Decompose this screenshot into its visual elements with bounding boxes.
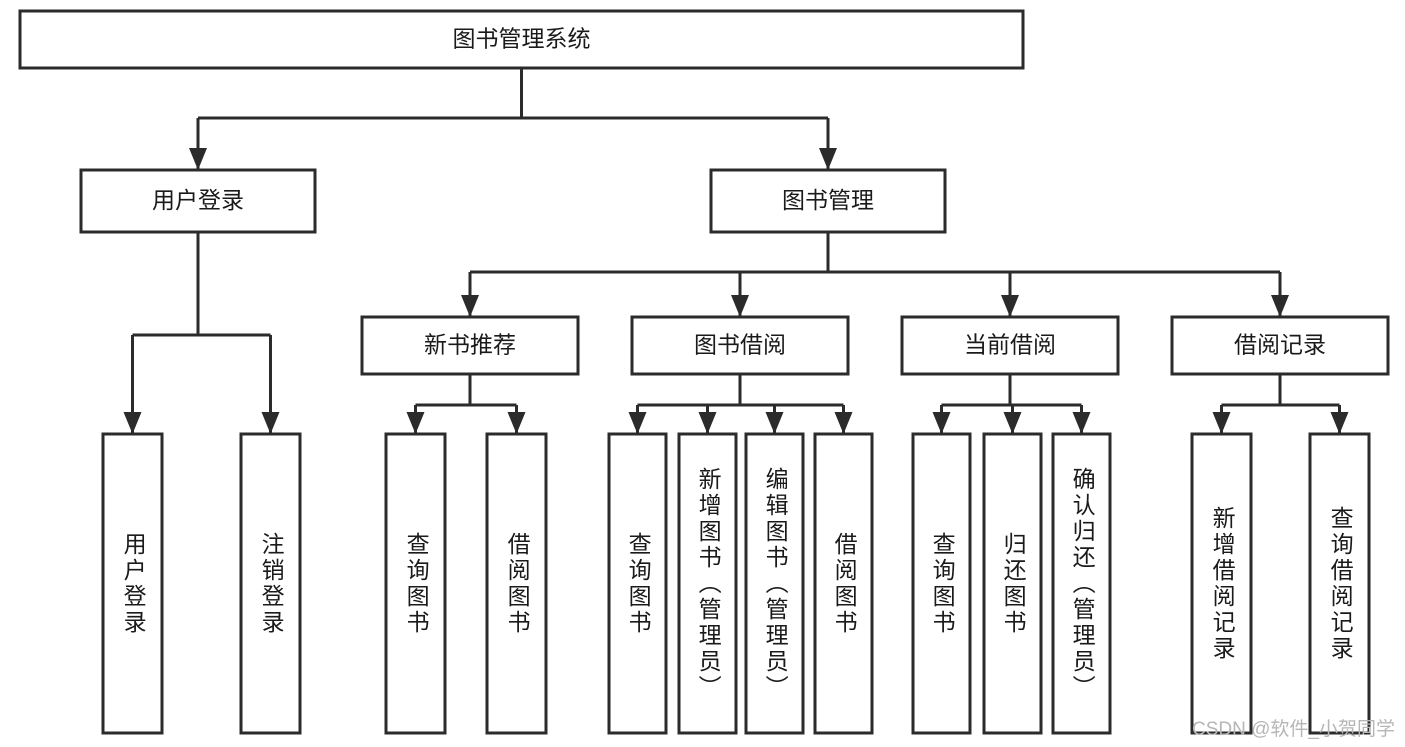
node-box-leaf-query-book-borrow[interactable] (607, 432, 668, 735)
arrow-head-leaf-query-borrow-record (1330, 412, 1349, 434)
node-box-leaf-add-borrow-record[interactable] (1190, 432, 1253, 735)
node-box-leaf-query-borrow-record[interactable] (1308, 432, 1371, 735)
node-box-layer (18, 9, 1390, 735)
connector-layer (123, 68, 1349, 434)
node-box-leaf-borrow-book-recommend[interactable] (485, 432, 548, 735)
arrow-head-new-book-recommend (461, 295, 479, 317)
node-label-borrow-record: 借阅记录 (1234, 332, 1326, 358)
node-box-root[interactable] (18, 9, 1025, 70)
node-label-user-login: 用户登录 (152, 187, 244, 213)
node-box-book-borrow[interactable] (630, 315, 850, 376)
arrow-head-leaf-borrow-book-recommend (507, 412, 526, 434)
node-box-borrow-record[interactable] (1170, 315, 1390, 376)
arrow-head-leaf-query-book-current (932, 412, 951, 434)
arrow-head-current-borrow (1001, 295, 1019, 317)
node-box-leaf-user-login[interactable] (101, 432, 164, 735)
node-box-book-management[interactable] (709, 168, 947, 234)
node-box-new-book-recommend[interactable] (360, 315, 580, 376)
node-box-leaf-query-book-current[interactable] (911, 432, 972, 735)
node-box-current-borrow[interactable] (900, 315, 1120, 376)
watermark-text: CSDN @软件_小贺同学 (1192, 719, 1395, 740)
arrow-head-borrow-record (1271, 295, 1289, 317)
node-box-leaf-confirm-return-admin[interactable] (1051, 432, 1112, 735)
arrow-head-leaf-logout-login (261, 412, 280, 434)
node-label-new-book-recommend: 新书推荐 (424, 332, 516, 358)
arrow-head-leaf-add-borrow-record (1212, 412, 1231, 434)
node-box-leaf-add-book-admin[interactable] (677, 432, 738, 735)
arrow-head-leaf-query-book-recommend (406, 412, 425, 434)
node-box-leaf-edit-book-admin[interactable] (744, 432, 805, 735)
node-box-leaf-return-book[interactable] (982, 432, 1043, 735)
arrow-head-user-login (189, 148, 207, 170)
arrow-head-leaf-edit-book-admin (765, 412, 784, 434)
arrow-head-book-management (819, 148, 837, 170)
arrow-head-leaf-query-book-borrow (628, 412, 647, 434)
node-label-root: 图书管理系统 (453, 26, 591, 52)
arrow-head-leaf-borrow-book (834, 412, 853, 434)
node-box-user-login[interactable] (79, 168, 317, 234)
node-label-book-management: 图书管理 (782, 187, 874, 213)
arrow-head-leaf-return-book (1003, 412, 1022, 434)
node-box-leaf-query-book-recommend[interactable] (384, 432, 447, 735)
node-label-current-borrow: 当前借阅 (964, 332, 1056, 358)
arrow-head-leaf-add-book-admin (698, 412, 717, 434)
node-box-leaf-borrow-book[interactable] (813, 432, 874, 735)
node-label-book-borrow: 图书借阅 (694, 332, 786, 358)
arrow-head-leaf-user-login (123, 412, 142, 434)
arrow-head-leaf-confirm-return-admin (1072, 412, 1091, 434)
node-box-leaf-logout-login[interactable] (239, 432, 302, 735)
arrow-head-book-borrow (731, 295, 749, 317)
